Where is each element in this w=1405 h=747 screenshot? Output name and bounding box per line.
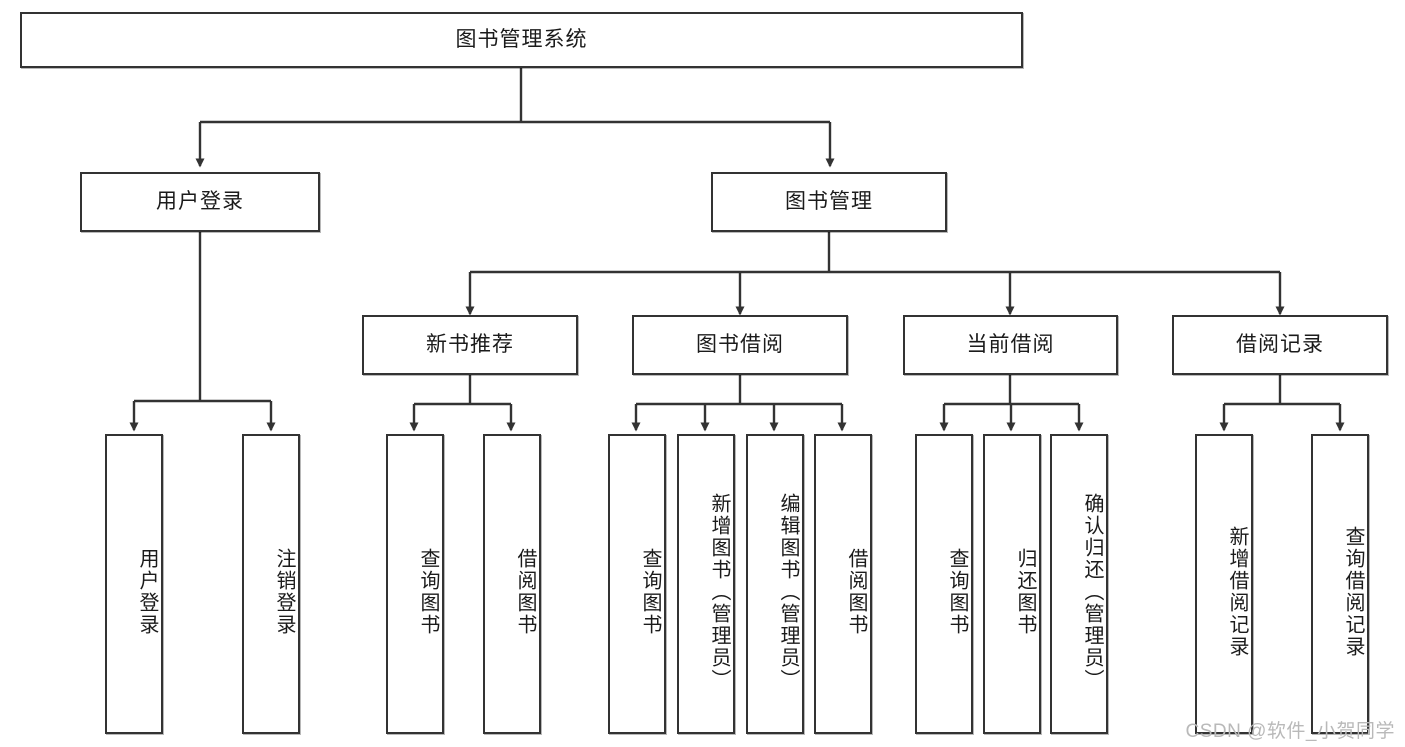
node-current-borrow[interactable]: 当前借阅 (903, 315, 1118, 375)
node-label: 查询借阅记录 (1342, 526, 1364, 658)
leaf-recommend-borrow-book[interactable]: 借阅图书 (483, 434, 541, 734)
leaf-user-login-signout[interactable]: 注销登录 (242, 434, 300, 734)
node-borrow-record[interactable]: 借阅记录 (1172, 315, 1388, 375)
node-new-book-recommend[interactable]: 新书推荐 (362, 315, 578, 375)
watermark-text: CSDN @软件_小贺同学 (1185, 721, 1395, 742)
node-label: 新书推荐 (426, 333, 514, 357)
node-label: 编辑图书（管理员） (777, 493, 799, 691)
node-label: 图书借阅 (696, 333, 784, 357)
leaf-user-login-signin[interactable]: 用户登录 (105, 434, 163, 734)
node-label: 查询图书 (946, 548, 968, 636)
node-label: 图书管理 (785, 190, 873, 214)
node-label: 新增图书（管理员） (708, 493, 730, 691)
node-label: 借阅记录 (1236, 333, 1324, 357)
leaf-record-add-borrow-record[interactable]: 新增借阅记录 (1195, 434, 1253, 734)
node-label: 归还图书 (1014, 548, 1036, 636)
leaf-borrow-borrow-book[interactable]: 借阅图书 (814, 434, 872, 734)
node-label: 图书管理系统 (455, 28, 588, 52)
node-label: 注销登录 (273, 548, 295, 636)
node-label: 新增借阅记录 (1226, 526, 1248, 658)
leaf-borrow-add-book-admin[interactable]: 新增图书（管理员） (677, 434, 735, 734)
leaf-current-query-book[interactable]: 查询图书 (915, 434, 973, 734)
node-label: 借阅图书 (514, 548, 536, 636)
leaf-borrow-edit-book-admin[interactable]: 编辑图书（管理员） (746, 434, 804, 734)
node-label: 用户登录 (156, 190, 244, 214)
leaf-current-return-book[interactable]: 归还图书 (983, 434, 1041, 734)
node-root-book-management-system[interactable]: 图书管理系统 (20, 12, 1023, 68)
node-label: 用户登录 (136, 548, 158, 636)
leaf-current-confirm-return-admin[interactable]: 确认归还（管理员） (1050, 434, 1108, 734)
node-label: 查询图书 (639, 548, 661, 636)
node-label: 查询图书 (417, 548, 439, 636)
node-label: 确认归还（管理员） (1081, 493, 1103, 691)
node-label: 当前借阅 (966, 333, 1055, 357)
node-user-login[interactable]: 用户登录 (80, 172, 320, 232)
node-book-borrow[interactable]: 图书借阅 (632, 315, 848, 375)
node-book-management[interactable]: 图书管理 (711, 172, 947, 232)
leaf-record-query-borrow-record[interactable]: 查询借阅记录 (1311, 434, 1369, 734)
leaf-recommend-query-book[interactable]: 查询图书 (386, 434, 444, 734)
node-label: 借阅图书 (845, 548, 867, 636)
leaf-borrow-query-book[interactable]: 查询图书 (608, 434, 666, 734)
